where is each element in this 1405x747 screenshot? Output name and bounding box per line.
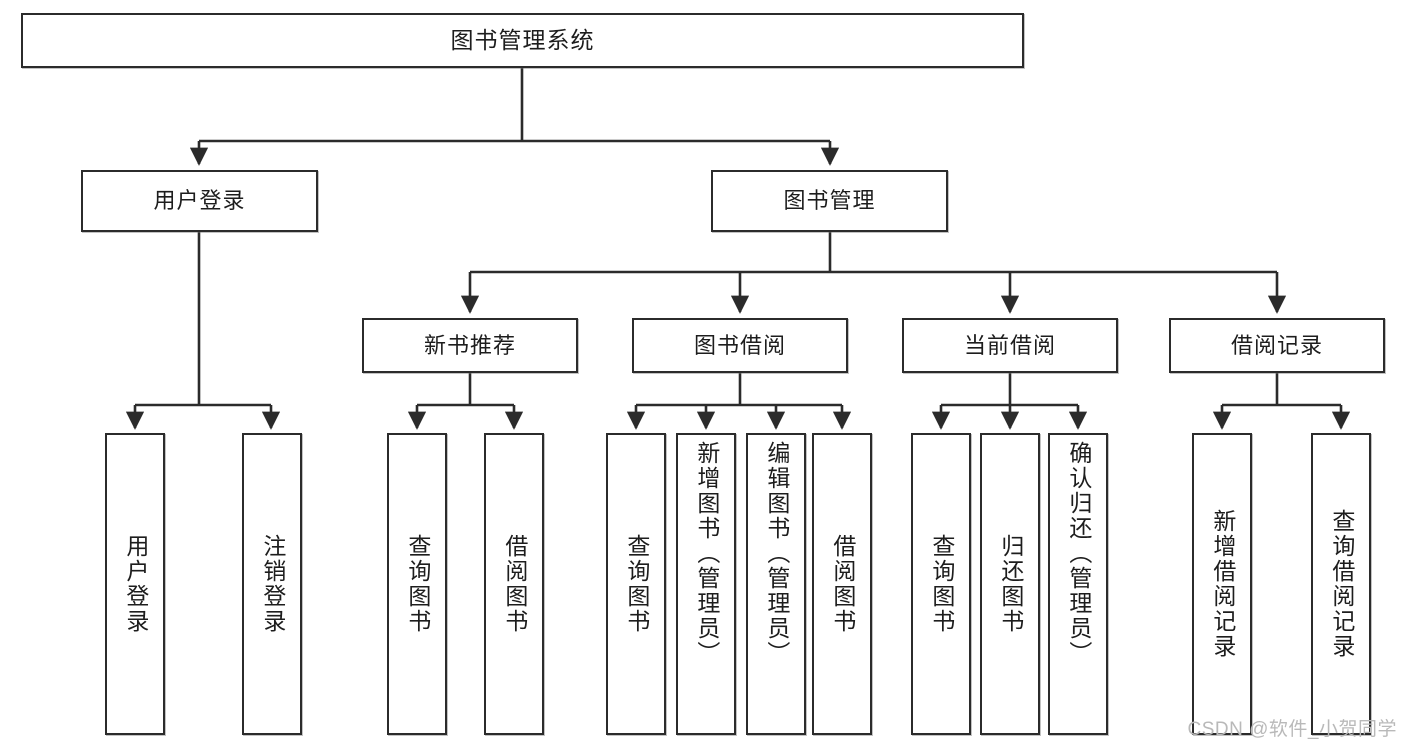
leaf-borrow-edit-book-admin[interactable]: 编辑图书（管理员） xyxy=(746,433,806,735)
node-book-management[interactable]: 图书管理 xyxy=(711,170,948,232)
node-label: 查询图书 xyxy=(404,534,431,634)
leaf-borrow-borrow-book[interactable]: 借阅图书 xyxy=(812,433,872,735)
node-root-book-management-system[interactable]: 图书管理系统 xyxy=(21,13,1024,68)
node-label: 查询图书 xyxy=(928,534,955,634)
node-label: 查询借阅记录 xyxy=(1328,509,1355,659)
node-label: 编辑图书（管理员） xyxy=(763,441,790,666)
node-label: 查询图书 xyxy=(623,534,650,634)
node-label: 确认归还（管理员） xyxy=(1065,441,1092,666)
leaf-current-return-book[interactable]: 归还图书 xyxy=(980,433,1040,735)
node-label: 注销登录 xyxy=(259,534,286,634)
node-label: 借阅图书 xyxy=(501,534,528,634)
node-borrow-record[interactable]: 借阅记录 xyxy=(1169,318,1385,373)
node-label: 图书管理系统 xyxy=(450,26,595,53)
node-label: 新书推荐 xyxy=(423,332,516,358)
leaf-recommend-query-book[interactable]: 查询图书 xyxy=(387,433,447,735)
node-label: 图书管理 xyxy=(783,188,876,214)
node-label: 新增图书（管理员） xyxy=(693,441,720,666)
leaf-borrow-add-book-admin[interactable]: 新增图书（管理员） xyxy=(676,433,736,735)
csdn-watermark: CSDN @软件_小贺同学 xyxy=(1187,719,1397,740)
leaf-current-confirm-return-admin[interactable]: 确认归还（管理员） xyxy=(1048,433,1108,735)
leaf-borrow-query-book[interactable]: 查询图书 xyxy=(606,433,666,735)
node-label: 用户登录 xyxy=(153,188,246,214)
leaf-record-query-record[interactable]: 查询借阅记录 xyxy=(1311,433,1371,735)
node-user-login[interactable]: 用户登录 xyxy=(81,170,318,232)
node-label: 新增借阅记录 xyxy=(1209,509,1236,659)
leaf-recommend-borrow-book[interactable]: 借阅图书 xyxy=(484,433,544,735)
leaf-user-login-logout[interactable]: 注销登录 xyxy=(242,433,302,735)
leaf-record-add-record[interactable]: 新增借阅记录 xyxy=(1192,433,1252,735)
node-label: 图书借阅 xyxy=(693,332,786,358)
node-book-borrow[interactable]: 图书借阅 xyxy=(632,318,848,373)
node-label: 借阅图书 xyxy=(829,534,856,634)
node-new-book-recommend[interactable]: 新书推荐 xyxy=(362,318,578,373)
node-label: 归还图书 xyxy=(997,534,1024,634)
node-label: 当前借阅 xyxy=(963,332,1056,358)
node-label: 用户登录 xyxy=(122,534,149,634)
leaf-user-login-login[interactable]: 用户登录 xyxy=(105,433,165,735)
node-label: 借阅记录 xyxy=(1230,332,1323,358)
leaf-current-query-book[interactable]: 查询图书 xyxy=(911,433,971,735)
node-current-borrow[interactable]: 当前借阅 xyxy=(902,318,1118,373)
